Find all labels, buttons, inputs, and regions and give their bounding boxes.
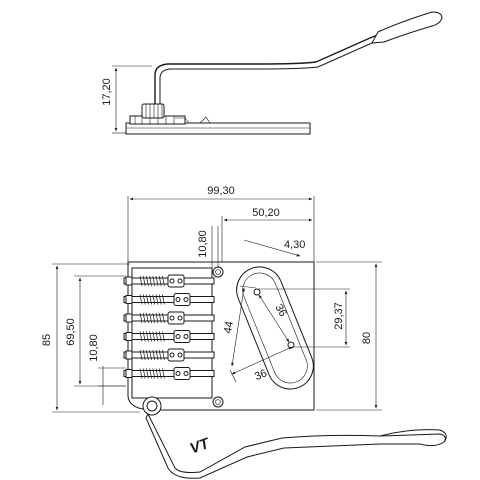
- side-arm-tip: [371, 11, 443, 44]
- arm-pivot-inner: [146, 400, 158, 412]
- saddle-4: [123, 330, 215, 343]
- saddle-group: [123, 274, 215, 380]
- arm-top-tip: [379, 429, 447, 443]
- cavity-offset-label: 50,20: [252, 207, 280, 219]
- mount-hole-bottom-inner: [215, 399, 221, 405]
- arm-pivot-outer: [142, 396, 162, 416]
- saddle-screw: [175, 297, 181, 302]
- saddle-screw: [177, 278, 183, 284]
- saddle-spring: [139, 312, 165, 324]
- side-knob-knurl: [145, 104, 163, 118]
- ext-slot-length: [239, 285, 257, 289]
- saddle-spring: [139, 294, 165, 305]
- saddle-screw: [183, 334, 189, 339]
- saddle-screw: [169, 315, 175, 321]
- mount-hole-bottom: [212, 396, 224, 408]
- saddle-spring: [139, 331, 165, 342]
- saddle-end-tab: [125, 332, 133, 341]
- saddle-body: [173, 293, 191, 306]
- slot-length-dim-line: [231, 287, 245, 367]
- screw-spacing-label: 10,80: [197, 230, 209, 258]
- slot-diag-a-dim-line: [258, 294, 290, 343]
- total-height-label: 85: [41, 334, 53, 346]
- top-view: VT 99,30 50,20 10,80 4,30 29,37 36 36: [41, 185, 447, 479]
- total-length-label: 99,30: [207, 185, 235, 197]
- pivot-point-top: [253, 288, 261, 296]
- arm-logo: VT: [188, 434, 214, 457]
- slot-length-label: 44: [222, 320, 236, 334]
- saddle-spring: [139, 368, 165, 379]
- saddle-bar: [123, 333, 215, 340]
- saddle-bar: [123, 296, 215, 303]
- saddle-5: [123, 348, 215, 362]
- side-arm-shaft-inner: [159, 42, 373, 104]
- saddle-screw: [175, 371, 181, 376]
- saddle-screw: [169, 352, 175, 358]
- plate-height-label: 80: [361, 332, 373, 344]
- saddle-screw: [183, 297, 189, 302]
- slot-diag-b-label: 36: [253, 367, 269, 383]
- cavity-slot-outer: [236, 266, 314, 390]
- mount-hole-top-inner: [215, 269, 221, 275]
- side-height-label: 17,20: [101, 78, 113, 106]
- saddle-screw: [183, 371, 189, 376]
- slot-width-label: 4,30: [284, 239, 305, 251]
- saddle-screw: [177, 352, 183, 358]
- saddle-2: [123, 293, 215, 306]
- side-arm-knob: [141, 103, 165, 119]
- saddle-1: [123, 274, 215, 288]
- saddle-screw: [169, 278, 175, 284]
- side-base-plate: [125, 122, 311, 135]
- saddle-body: [167, 348, 185, 362]
- side-plate-details: [175, 116, 211, 124]
- saddle-screw: [175, 334, 181, 339]
- saddle-end-tab: [125, 350, 133, 360]
- inner-height-label: 69,50: [65, 318, 77, 346]
- saddle-bar: [123, 370, 215, 377]
- saddle-spring: [139, 275, 165, 287]
- arm-top-shape: [145, 412, 446, 479]
- slot-diag-b-dim-line: [231, 346, 293, 375]
- slot-width-leader: [243, 239, 301, 257]
- slot-vertical-label: 29,37: [333, 302, 345, 330]
- saddle-body: [167, 274, 185, 288]
- saddle-end-tab: [125, 369, 133, 378]
- ext-slot-diag-b: [229, 369, 237, 383]
- side-saddle-ridges: [134, 116, 175, 124]
- saddle-6: [123, 367, 215, 380]
- saddle-body: [173, 330, 191, 343]
- saddle-spring: [139, 349, 165, 361]
- saddle-end-tab: [125, 295, 133, 304]
- saddle-screw: [177, 315, 183, 321]
- saddle-body: [167, 311, 185, 325]
- saddle-body: [173, 367, 191, 380]
- saddle-end-tab: [125, 313, 133, 323]
- side-view: 17,20: [101, 11, 443, 135]
- saddle-end-tab: [125, 276, 133, 286]
- saddle-3: [123, 311, 215, 325]
- slot-diag-a-label: 36: [272, 302, 289, 319]
- saddle-spacing-label: 10,80: [88, 334, 100, 362]
